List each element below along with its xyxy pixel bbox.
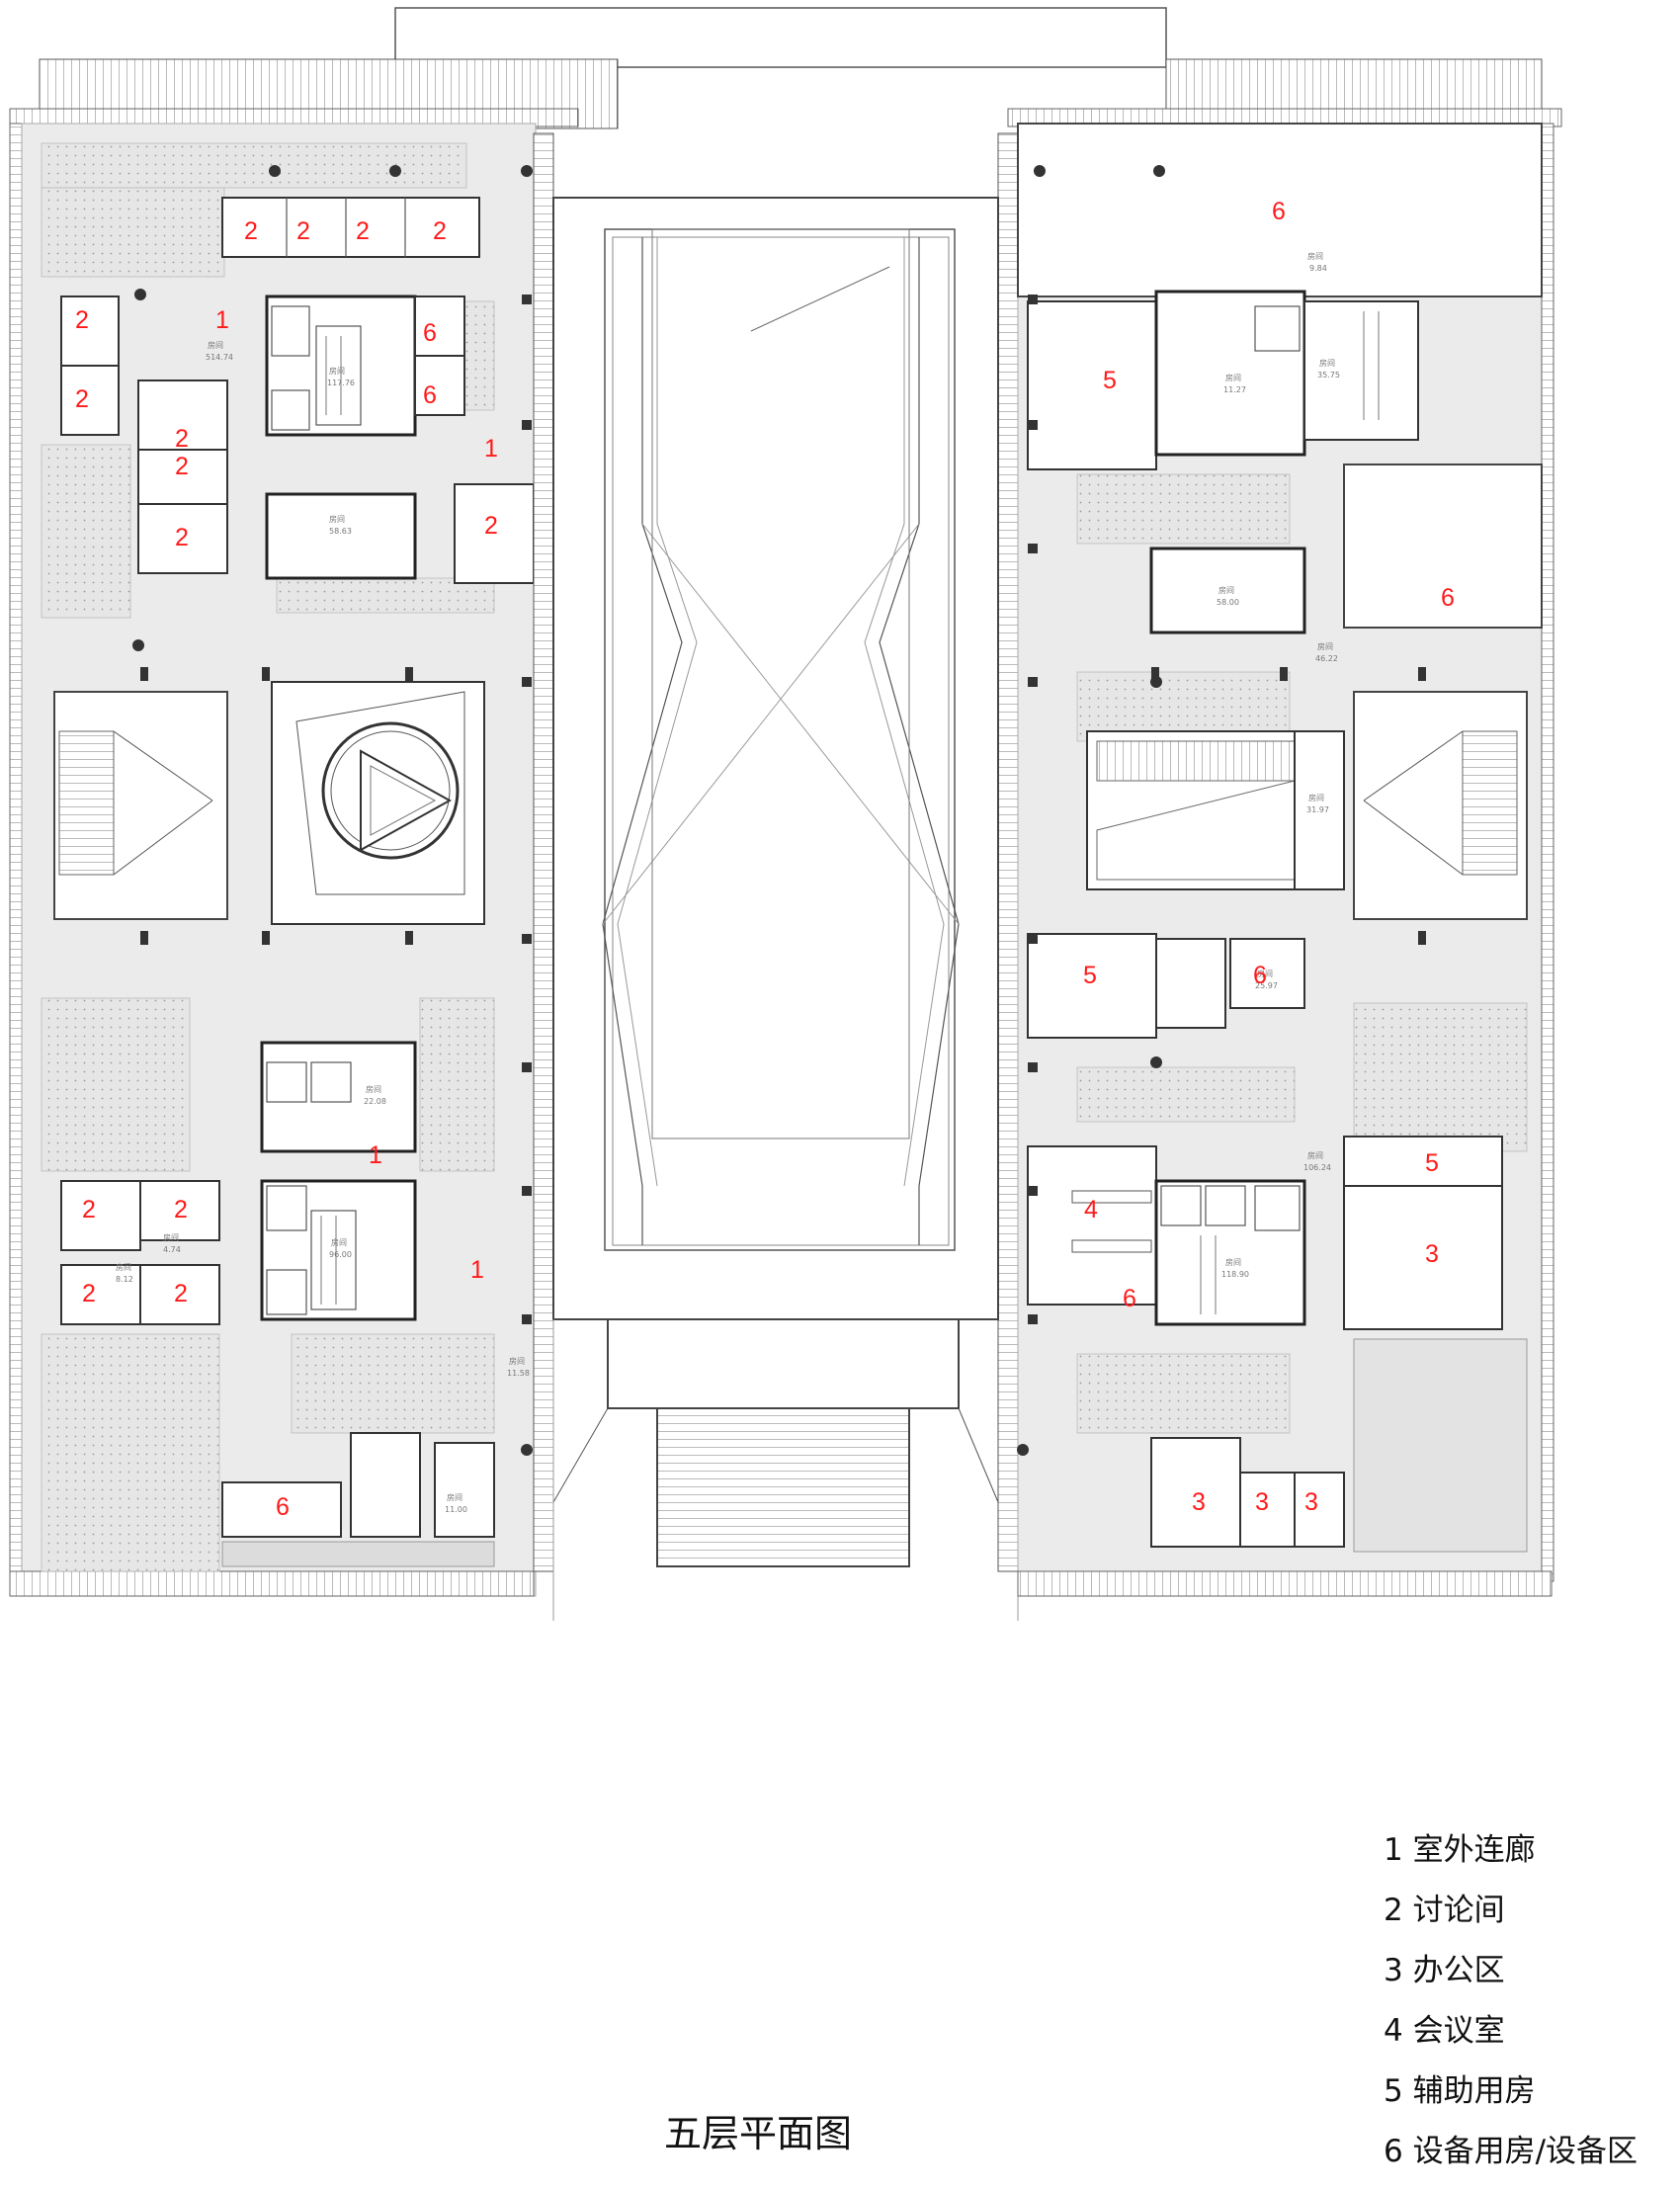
west-discussion-rooms-top xyxy=(221,197,480,258)
room-tag: 房间 xyxy=(163,1232,179,1242)
legend: 1 室外连廊 2 讨论间 3 办公区 4 会议室 5 辅助用房 6 设备用房/设… xyxy=(1384,1830,1638,2192)
legend-item: 2 讨论间 xyxy=(1384,1893,1505,1928)
west-block xyxy=(9,123,537,1597)
room-tag-area: 11.00 xyxy=(445,1505,467,1514)
room-number: 1 xyxy=(470,1256,484,1284)
room-number: 2 xyxy=(174,1196,188,1223)
room-number: 2 xyxy=(82,1280,96,1307)
room-tag: 房间 xyxy=(1319,358,1335,368)
roof-louvers xyxy=(9,7,1562,129)
south-bridge-stair xyxy=(552,1318,1019,1621)
room-number: 2 xyxy=(356,217,370,245)
room-number: 6 xyxy=(1123,1285,1136,1312)
room-tag: 房间 xyxy=(1218,585,1234,595)
room-number: 6 xyxy=(276,1493,290,1521)
room-tag: 房间 xyxy=(208,340,223,350)
legend-item: 4 会议室 xyxy=(1384,2013,1505,2049)
room-tag-area: 11.27 xyxy=(1223,385,1246,394)
legend-item: 5 辅助用房 xyxy=(1384,2073,1536,2109)
east-stair xyxy=(1086,730,1345,890)
room-tag-area: 106.24 xyxy=(1303,1163,1331,1172)
east-meeting-room xyxy=(1027,1145,1157,1306)
room-tag-area: 58.63 xyxy=(329,527,352,536)
room-tag: 房间 xyxy=(509,1356,525,1366)
room-number: 2 xyxy=(82,1196,96,1223)
room-number: 6 xyxy=(423,319,437,347)
room-tag-area: 35.75 xyxy=(1317,371,1340,379)
central-atrium xyxy=(533,132,1019,1621)
room-number: 6 xyxy=(1272,198,1286,225)
east-core-2 xyxy=(1154,1179,1306,1326)
room-tag: 房间 xyxy=(1307,251,1323,261)
legend-item: 1 室外连廊 xyxy=(1384,1832,1536,1868)
room-number: 5 xyxy=(1103,367,1117,394)
room-tag-area: 58.00 xyxy=(1217,598,1239,607)
room-tag-area: 8.12 xyxy=(116,1275,133,1284)
room-number: 3 xyxy=(1425,1240,1439,1268)
room-tag: 房间 xyxy=(1307,1150,1323,1160)
room-tag: 房间 xyxy=(447,1492,462,1502)
west-core-2 xyxy=(260,1179,417,1321)
room-number: 2 xyxy=(75,385,89,413)
room-tag: 房间 xyxy=(331,1237,347,1247)
room-number: 2 xyxy=(75,306,89,334)
room-numbers: 1 2 2 2 2 2 2 2 2 2 6 6 1 2 1 1 2 2 2 2 … xyxy=(75,198,1455,1521)
room-number: 2 xyxy=(175,425,189,453)
room-number: 5 xyxy=(1425,1149,1439,1177)
room-number: 1 xyxy=(369,1141,382,1169)
east-block xyxy=(1017,123,1554,1597)
room-tag: 房间 xyxy=(329,366,345,376)
east-core-1 xyxy=(1154,290,1419,457)
room-number: 2 xyxy=(175,453,189,480)
room-number: 1 xyxy=(215,306,229,334)
plan-title: 五层平面图 xyxy=(664,2112,853,2155)
columns xyxy=(132,165,1426,1456)
room-tag: 房间 xyxy=(1257,969,1273,978)
room-tag-area: 514.74 xyxy=(206,353,233,362)
room-tag-area: 4.74 xyxy=(163,1245,181,1254)
room-tag-area: 31.97 xyxy=(1306,805,1329,814)
room-number: 2 xyxy=(244,217,258,245)
room-tag-area: 117.76 xyxy=(327,379,355,387)
room-tag-area: 11.58 xyxy=(507,1369,530,1378)
room-tag-area: 9.84 xyxy=(1309,264,1327,273)
room-tag-area: 96.00 xyxy=(329,1250,352,1259)
room-number: 3 xyxy=(1192,1488,1206,1516)
room-tag-area: 46.22 xyxy=(1315,654,1338,663)
room-number: 5 xyxy=(1083,962,1097,989)
room-number: 1 xyxy=(484,435,498,463)
room-tags: 房间 514.74 房间 117.76 房间 58.63 房间 22.08 房间… xyxy=(116,251,1340,1514)
room-number: 6 xyxy=(1441,584,1455,612)
room-number: 2 xyxy=(174,1280,188,1307)
west-external-stair xyxy=(53,691,228,920)
room-number: 6 xyxy=(1253,962,1267,989)
room-tag-area: 118.90 xyxy=(1221,1270,1249,1279)
room-tag: 房间 xyxy=(1225,373,1241,382)
room-tag: 房间 xyxy=(366,1084,381,1094)
room-tag: 房间 xyxy=(1225,1257,1241,1267)
room-number: 3 xyxy=(1304,1488,1318,1516)
room-tag-area: 22.08 xyxy=(364,1097,386,1106)
room-number: 6 xyxy=(423,381,437,409)
room-tag: 房间 xyxy=(1317,641,1333,651)
room-tag-area: 25.97 xyxy=(1255,981,1278,990)
room-number: 2 xyxy=(484,512,498,540)
west-circular-stair xyxy=(271,681,485,925)
room-tag: 房间 xyxy=(329,514,345,524)
west-core-1 xyxy=(265,295,465,437)
room-tag: 房间 xyxy=(116,1262,131,1272)
floor-plan: 房间 514.74 房间 117.76 房间 58.63 房间 22.08 房间… xyxy=(9,7,1562,1621)
legend-item: 3 办公区 xyxy=(1384,1953,1505,1988)
room-number: 3 xyxy=(1255,1488,1269,1516)
room-tag: 房间 xyxy=(1308,793,1324,802)
room-number: 4 xyxy=(1084,1196,1098,1223)
room-number: 2 xyxy=(296,217,310,245)
east-external-stair xyxy=(1353,691,1528,920)
legend-item: 6 设备用房/设备区 xyxy=(1384,2134,1638,2169)
room-number: 2 xyxy=(175,524,189,551)
room-number: 2 xyxy=(433,217,447,245)
